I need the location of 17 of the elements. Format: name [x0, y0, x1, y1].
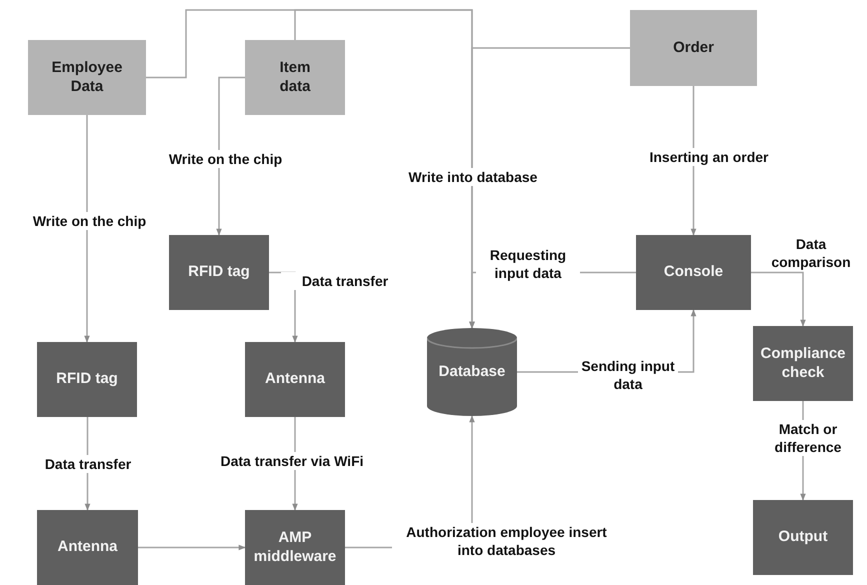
process-box: Output: [753, 500, 853, 575]
arrow: [138, 544, 246, 550]
process-box: RFID tag: [169, 235, 269, 310]
process-box: RFID tag: [37, 342, 137, 417]
process-box: Antenna: [245, 342, 345, 417]
database-cylinder: Database: [427, 328, 517, 416]
process-box: Item data: [245, 40, 345, 115]
arrow: [84, 115, 90, 343]
process-box: AMP middleware: [245, 510, 345, 585]
process-box: Order: [630, 10, 757, 86]
process-box: Console: [636, 235, 751, 310]
process-box: Employee Data: [28, 40, 146, 115]
arrow: [216, 76, 245, 236]
arrow: [690, 86, 696, 236]
process-box: Compliance check: [753, 326, 853, 401]
arrow: [751, 272, 806, 327]
process-box: Antenna: [37, 510, 138, 585]
